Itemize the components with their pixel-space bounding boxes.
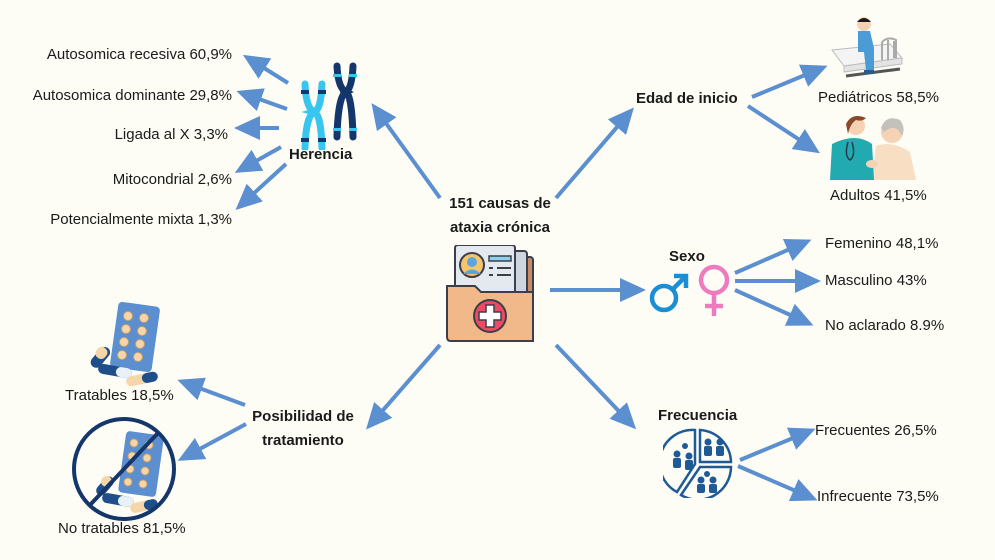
- arrow-frecuencia-2: [737, 464, 818, 502]
- arrow-tratamiento-1: [177, 377, 246, 407]
- child-patient-icon: [831, 17, 903, 78]
- center-title-line1: 151 causas de: [449, 195, 551, 212]
- arrow-edad-1: [751, 64, 828, 99]
- edad-item: Adultos 41,5%: [830, 187, 927, 204]
- tratamiento-item: Tratables 18,5%: [65, 387, 174, 404]
- female-symbol-icon: [698, 264, 730, 316]
- chromosome-icon: [301, 62, 357, 150]
- arrow-sexo-1: [734, 239, 812, 275]
- arrow-herencia-4: [234, 145, 282, 173]
- herencia-item: Mitocondrial 2,6%: [112, 171, 232, 188]
- arrow-tratamiento-2: [177, 422, 247, 461]
- medical-folder-icon: [446, 245, 534, 342]
- center-title-line2: ataxia crónica: [449, 219, 551, 236]
- arrow-center-frecuencia: [554, 343, 637, 430]
- edad-label: Edad de inicio: [636, 90, 738, 107]
- arrow-edad-2: [746, 104, 821, 154]
- sexo-item: No aclarado 8.9%: [825, 317, 945, 334]
- no-pills-icon: [72, 417, 176, 521]
- herencia-item: Autosomica dominante 29,8%: [32, 87, 232, 104]
- edad-item: Pediátricos 58,5%: [818, 89, 939, 106]
- arrow-sexo-3: [734, 288, 814, 326]
- frecuencia-item: Frecuentes 26,5%: [815, 422, 937, 439]
- tratamiento-label-line2: tratamiento: [262, 432, 344, 449]
- center-title: 151 causas de ataxia crónica: [430, 192, 570, 240]
- arrow-herencia-1: [242, 54, 290, 85]
- pills-icon: [90, 301, 160, 387]
- nurse-elderly-icon: [830, 116, 916, 180]
- arrow-center-tratamiento: [366, 343, 442, 430]
- tratamiento-item: No tratables 81,5%: [58, 520, 186, 537]
- arrow-herencia-5: [235, 162, 288, 211]
- arrow-frecuencia-1: [739, 427, 816, 462]
- tratamiento-label-line1: Posibilidad de: [252, 408, 354, 425]
- herencia-item: Autosomica recesiva 60,9%: [46, 46, 232, 63]
- herencia-item: Potencialmente mixta 1,3%: [50, 211, 232, 228]
- arrow-center-herencia: [371, 103, 442, 200]
- sexo-item: Masculino 43%: [825, 272, 927, 289]
- herencia-label: Herencia: [289, 146, 353, 163]
- frecuencia-label: Frecuencia: [658, 407, 738, 424]
- arrow-herencia-2: [236, 88, 288, 112]
- tratamiento-label: Posibilidad de tratamiento: [238, 405, 368, 453]
- herencia-item: Ligada al X 3,3%: [114, 126, 228, 143]
- frecuencia-item: Infrecuente 73,5%: [817, 488, 939, 505]
- sexo-item: Femenino 48,1%: [825, 235, 939, 252]
- male-symbol-icon: [649, 273, 689, 313]
- arrow-center-edad: [554, 107, 634, 200]
- sexo-label: Sexo: [669, 248, 705, 265]
- population-pie-icon: [663, 428, 733, 498]
